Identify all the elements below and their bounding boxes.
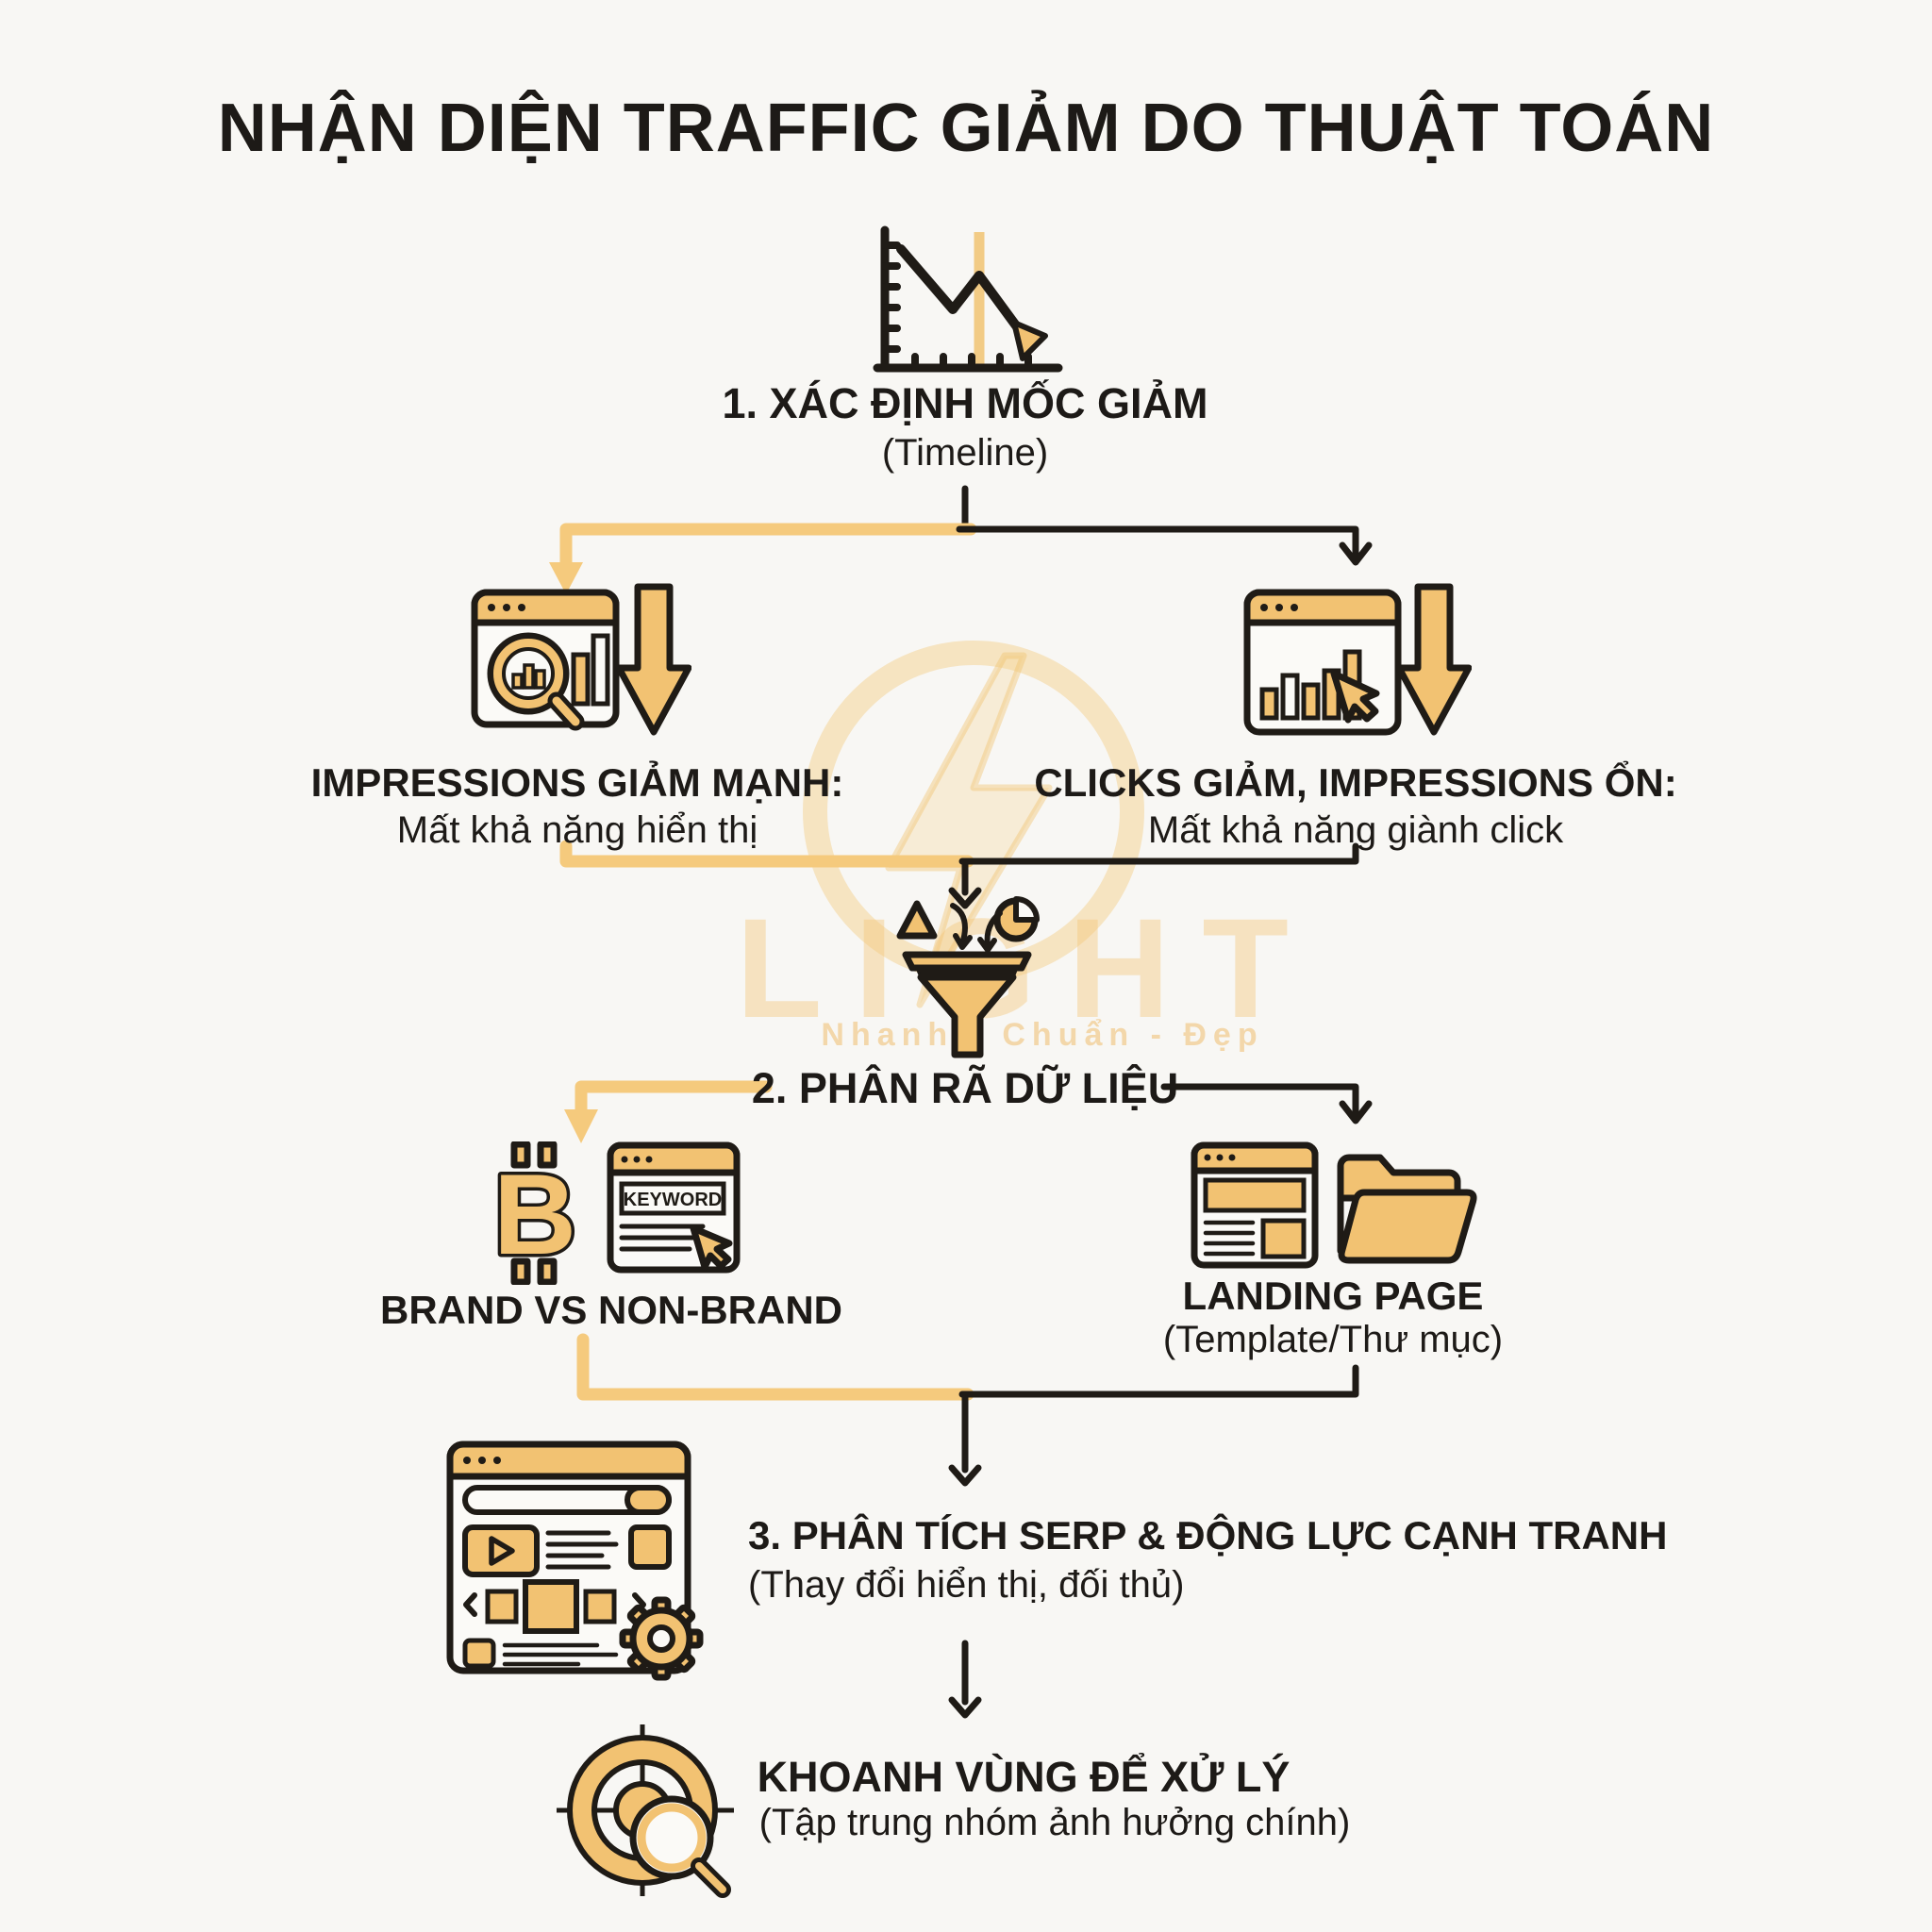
branch-brand-label: BRAND VS NON-BRAND [380,1288,842,1332]
bitcoin-brand-icon: B [490,1141,580,1285]
keyword-badge-label: KEYWORD [624,1190,722,1210]
branch-impressions-sublabel: Mất khả năng hiển thị [396,809,758,851]
target-focus-icon [557,1724,734,1898]
svg-text:B: B [493,1150,576,1278]
branch-landing-label: LANDING PAGE [1182,1274,1484,1318]
declining-trend-chart-icon [873,225,1063,373]
step3-sublabel: (Thay đổi hiển thị, đối thủ) [748,1564,1185,1606]
folder-icon [1337,1154,1477,1264]
watermark-tagline: Nhanh - Chuẩn - Đẹp [821,1017,1264,1053]
keyword-page-icon: KEYWORD [607,1141,741,1274]
step3-label: 3. PHÂN TÍCH SERP & ĐỘNG LỰC CẠNH TRANH [748,1513,1668,1557]
step4-label: KHOANH VÙNG ĐỂ XỬ LÝ [757,1753,1291,1801]
step1-label: 1. XÁC ĐỊNH MỐC GIẢM [722,379,1208,427]
webpage-icon [1191,1141,1319,1269]
branch-landing-sublabel: (Template/Thư mục) [1162,1319,1504,1360]
step2-label: 2. PHÂN RÃ DỮ LIỆU [751,1064,1179,1112]
page-title: NHẬN DIỆN TRAFFIC GIẢM DO THUẬT TOÁN [217,91,1715,166]
branch-clicks-label: CLICKS GIẢM, IMPRESSIONS ỔN: [1034,760,1677,805]
serp-page-icon [446,1441,704,1681]
clicks-drop-icon [1243,583,1472,736]
branch-impressions-label: IMPRESSIONS GIẢM MẠNH: [310,760,844,805]
impressions-drop-icon [471,583,691,736]
data-funnel-icon [896,896,1040,1058]
step4-sublabel: (Tập trung nhóm ảnh hưởng chính) [758,1802,1351,1843]
step1-sublabel: (Timeline) [881,432,1049,474]
branch-clicks-sublabel: Mất khả năng giành click [1147,809,1564,851]
